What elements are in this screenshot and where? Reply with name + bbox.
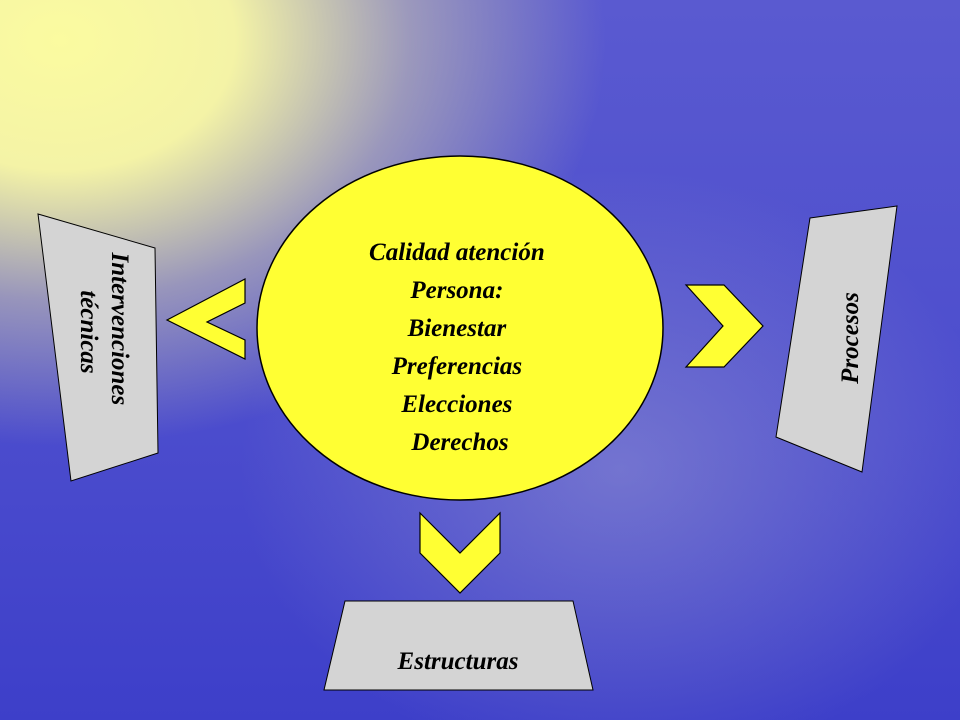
center-text: Calidad atención Persona: Bienestar Pref… <box>369 239 551 456</box>
right-arrow <box>684 284 764 368</box>
right-box <box>775 205 898 473</box>
left-box-line-2: técnicas <box>75 290 102 373</box>
center-line-4: Preferencias <box>391 353 523 380</box>
left-arrow <box>165 278 246 360</box>
bottom-box-label: Estructuras <box>397 648 519 675</box>
center-circle <box>256 155 664 501</box>
left-box <box>37 213 159 482</box>
center-line-6: Derechos <box>410 429 508 456</box>
center-line-5: Elecciones <box>400 391 512 418</box>
center-line-2: Persona: <box>409 277 503 304</box>
bottom-arrow <box>419 511 501 594</box>
left-box-text: Intervenciones técnicas <box>75 251 133 411</box>
bottom-box <box>323 600 594 691</box>
center-line-1: Calidad atención <box>369 239 545 266</box>
left-box-line-1: Intervenciones <box>106 251 133 405</box>
right-box-label: Procesos <box>837 292 864 385</box>
center-line-3: Bienestar <box>407 315 507 342</box>
